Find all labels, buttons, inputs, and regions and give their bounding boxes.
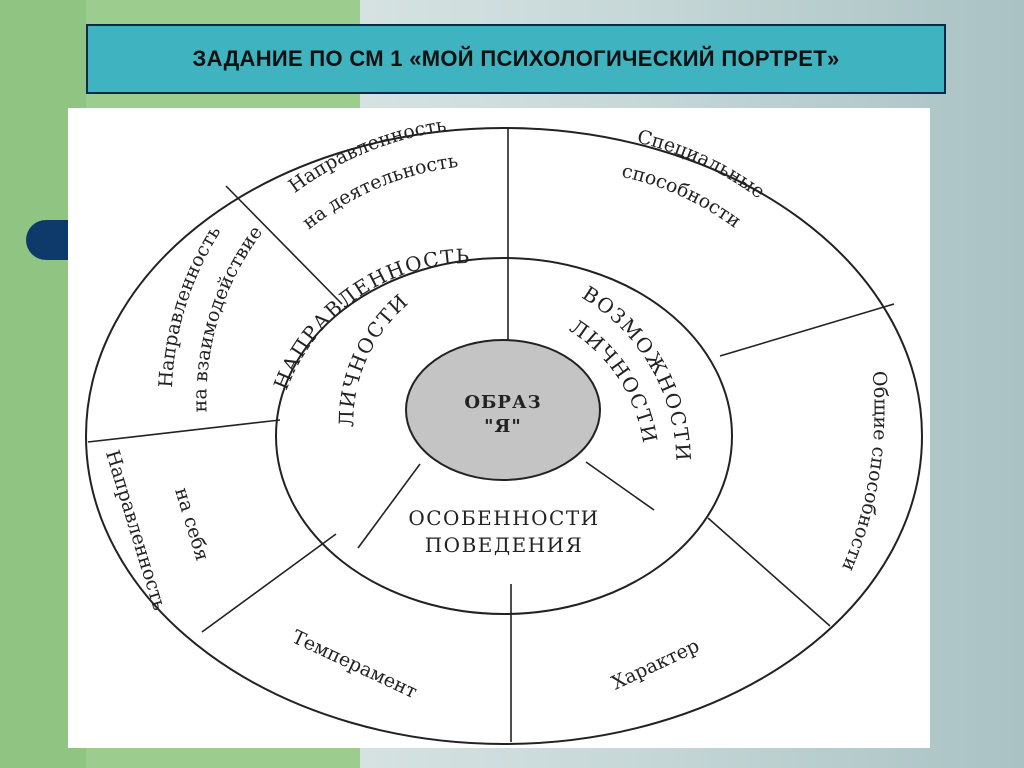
divider-inner-left [357, 463, 421, 549]
divider-left-lower [201, 533, 337, 633]
divider-inner-right [585, 461, 655, 511]
core-label-line1: ОБРАЗ [464, 392, 541, 413]
divider-left-upper [225, 185, 343, 305]
slide-title: ЗАДАНИЕ ПО СМ 1 «МОЙ ПСИХОЛОГИЧЕСКИЙ ПОР… [192, 46, 840, 71]
divider-left-mid [87, 419, 281, 443]
middle-behavior-line2: ПОВЕДЕНИЯ [425, 533, 584, 557]
core-label: ОБРАЗ "Я" [464, 392, 541, 437]
core-circle [405, 339, 601, 481]
portrait-diagram: ОБРАЗ "Я" НАПРАВЛЕННОСТЬ ЛИЧНОСТИ ВОЗМОЖ… [85, 114, 923, 745]
divider-right-upper [719, 303, 895, 357]
core-label-line2: "Я" [484, 416, 522, 437]
diagram-rings [85, 127, 923, 745]
divider-right-lower [707, 517, 831, 627]
diagram-panel: ОБРАЗ "Я" НАПРАВЛЕННОСТЬ ЛИЧНОСТИ ВОЗМОЖ… [68, 108, 930, 748]
title-box: ЗАДАНИЕ ПО СМ 1 «МОЙ ПСИХОЛОГИЧЕСКИЙ ПОР… [86, 24, 946, 94]
middle-behavior-line1: ОСОБЕННОСТИ [408, 506, 599, 530]
